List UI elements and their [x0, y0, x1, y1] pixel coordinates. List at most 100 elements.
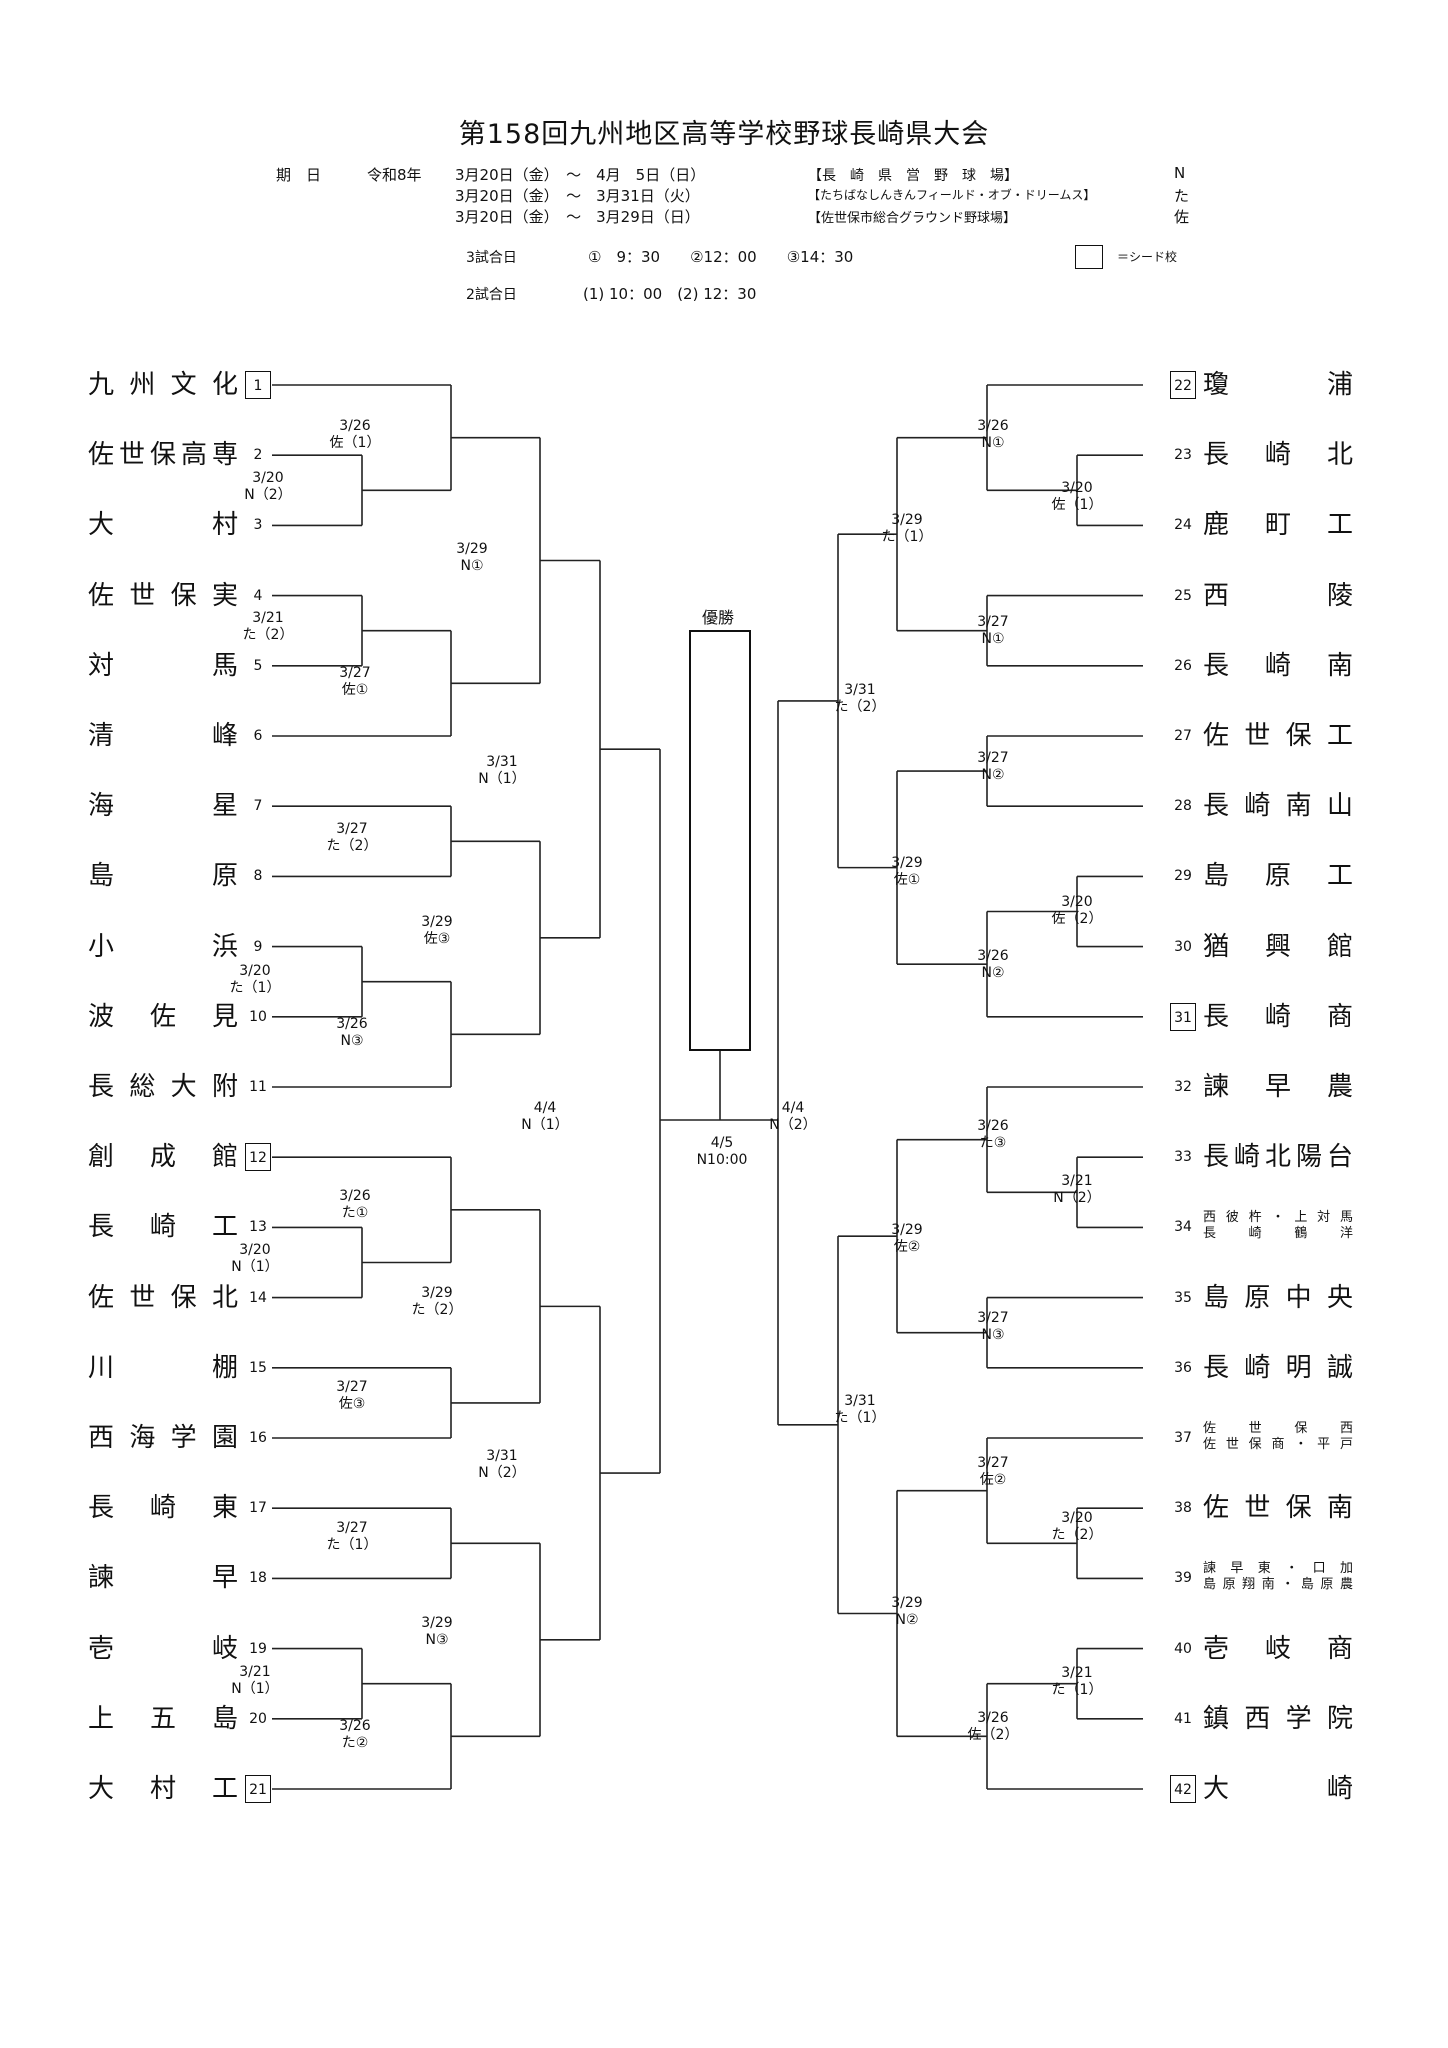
- match-slot: N③: [981, 1327, 1005, 1343]
- team-number: 5: [253, 657, 263, 674]
- team-name: 壱岐: [88, 1633, 238, 1664]
- page-title: 第158回九州地区高等学校野球長崎県大会: [458, 119, 990, 150]
- match-date: 3/27: [336, 1379, 368, 1395]
- team-name: 長崎東: [88, 1493, 238, 1524]
- match-date: 3/20: [1061, 1510, 1093, 1526]
- match-slot: 佐（1）: [329, 435, 381, 451]
- seed-number-box: 22: [1170, 371, 1196, 399]
- schedule-venue-1: 【長 崎 県 営 野 球 場】: [808, 168, 1018, 184]
- match-date: 3/26: [977, 418, 1009, 434]
- match-slot: 佐③: [423, 931, 451, 947]
- seed-number-box: 12: [245, 1143, 271, 1172]
- match-slot: N（2）: [478, 1465, 526, 1481]
- match-slot: N③: [425, 1632, 449, 1648]
- team-number: 16: [249, 1430, 267, 1446]
- match-slot: た③: [979, 1135, 1007, 1151]
- match-slot: N（1）: [521, 1117, 569, 1133]
- match-slot: N（1）: [231, 1259, 279, 1275]
- team-number: 14: [249, 1289, 267, 1306]
- match-slot: N①: [460, 558, 484, 574]
- team-number: 25: [1174, 587, 1192, 604]
- match-date: 3/29: [421, 1615, 453, 1631]
- two-games-label: 2試合日: [466, 287, 517, 303]
- seed-number-box: 31: [1170, 1002, 1196, 1031]
- match-date: 3/29: [891, 855, 923, 871]
- match-slot: た（1）: [1051, 1682, 1103, 1698]
- schedule-venue-3: 【佐世保市総合グラウンド野球場】: [808, 211, 1017, 226]
- match-date: 3/20: [1061, 894, 1093, 910]
- team-name: 西海学園: [88, 1423, 238, 1453]
- match-date: 3/26: [339, 418, 371, 434]
- schedule-period-1: 3月20日（金） ～ 4月 5日（日）: [455, 166, 706, 184]
- match-slot: た（1）: [834, 1410, 886, 1426]
- match-date: 3/29: [891, 512, 923, 528]
- match-date: 3/21: [1061, 1665, 1093, 1681]
- team-number: 39: [1174, 1570, 1192, 1587]
- match-slot: た（2）: [242, 627, 294, 643]
- match-date: 3/27: [339, 665, 371, 681]
- team-name-line1: 諫早東・口加: [1203, 1561, 1353, 1577]
- match-slot: 佐②: [979, 1472, 1007, 1488]
- team-number: 15: [249, 1359, 267, 1376]
- team-name: 川棚: [88, 1352, 238, 1383]
- team-number: 4: [253, 587, 263, 604]
- team-name: 瓊浦: [1203, 370, 1353, 400]
- team-number: 29: [1174, 868, 1192, 885]
- team-name: 大崎: [1203, 1774, 1353, 1804]
- team-number: 8: [253, 868, 263, 885]
- team-name: 対馬: [88, 650, 238, 681]
- seed-legend-text: ＝シード校: [1117, 250, 1178, 264]
- match-date: 3/27: [977, 1455, 1009, 1471]
- match-date: 3/27: [336, 1520, 368, 1536]
- team-name: 長崎南山: [1203, 791, 1353, 822]
- three-games-times: ① 9：30 ②12：00 ③14：30: [588, 248, 854, 266]
- team-name: 長崎北陽台: [1203, 1142, 1353, 1173]
- match-date: 3/26: [339, 1718, 371, 1734]
- match-slot: N①: [981, 435, 1005, 451]
- match-date: 3/21: [239, 1664, 271, 1680]
- team-number: 10: [249, 1008, 267, 1025]
- team-name-line2: 島原翔南・島原農: [1203, 1577, 1353, 1593]
- team-name: 佐世保工: [1203, 721, 1353, 751]
- schedule-period-2: 3月20日（金） ～ 3月31日（火）: [455, 187, 700, 205]
- team-number: 41: [1174, 1710, 1192, 1727]
- schedule-code-1: N: [1174, 164, 1186, 182]
- team-name: 佐世保実: [88, 580, 238, 611]
- match-date: 3/29: [891, 1595, 923, 1611]
- team-number: 20: [249, 1710, 267, 1727]
- team-name: 長崎明誠: [1203, 1352, 1353, 1383]
- team-number: 38: [1174, 1500, 1192, 1517]
- team-number: 23: [1174, 447, 1192, 464]
- match-slot: 佐（2）: [1051, 911, 1103, 927]
- team-number: 27: [1174, 728, 1192, 744]
- seed-number-box: 21: [245, 1775, 271, 1803]
- team-name: 諫早: [88, 1563, 238, 1594]
- match-date: 3/21: [252, 610, 284, 626]
- team-name: 猶興館: [1203, 931, 1353, 962]
- team-number: 37: [1174, 1430, 1192, 1446]
- team-name-line2: 佐世保商・平戸: [1203, 1437, 1353, 1452]
- match-slot: た（2）: [1051, 1527, 1103, 1543]
